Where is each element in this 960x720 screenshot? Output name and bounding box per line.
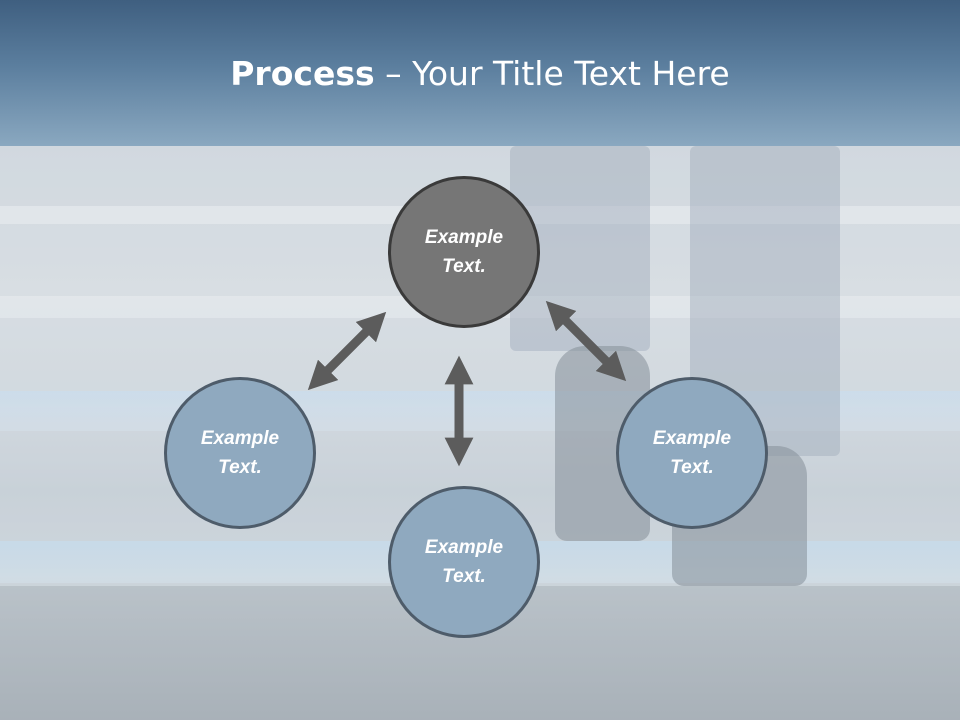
node-label: Example Text.: [424, 537, 504, 587]
title-bar: Process – Your Title Text Here: [0, 0, 960, 146]
process-node-left[interactable]: Example Text.: [164, 377, 316, 529]
slide-title[interactable]: Process – Your Title Text Here: [0, 52, 960, 96]
title-bold: Process: [230, 54, 375, 93]
node-label: Example Text.: [652, 428, 732, 478]
title-rest: – Your Title Text Here: [374, 54, 730, 93]
process-node-top[interactable]: Example Text.: [388, 176, 540, 328]
node-label: Example Text.: [200, 428, 280, 478]
process-node-right[interactable]: Example Text.: [616, 377, 768, 529]
stair-step: [0, 391, 960, 431]
arrow-left-top[interactable]: [307, 311, 387, 391]
arrow-right-top[interactable]: [545, 300, 627, 382]
process-node-bottom[interactable]: Example Text.: [388, 486, 540, 638]
node-label: Example Text.: [424, 227, 504, 277]
